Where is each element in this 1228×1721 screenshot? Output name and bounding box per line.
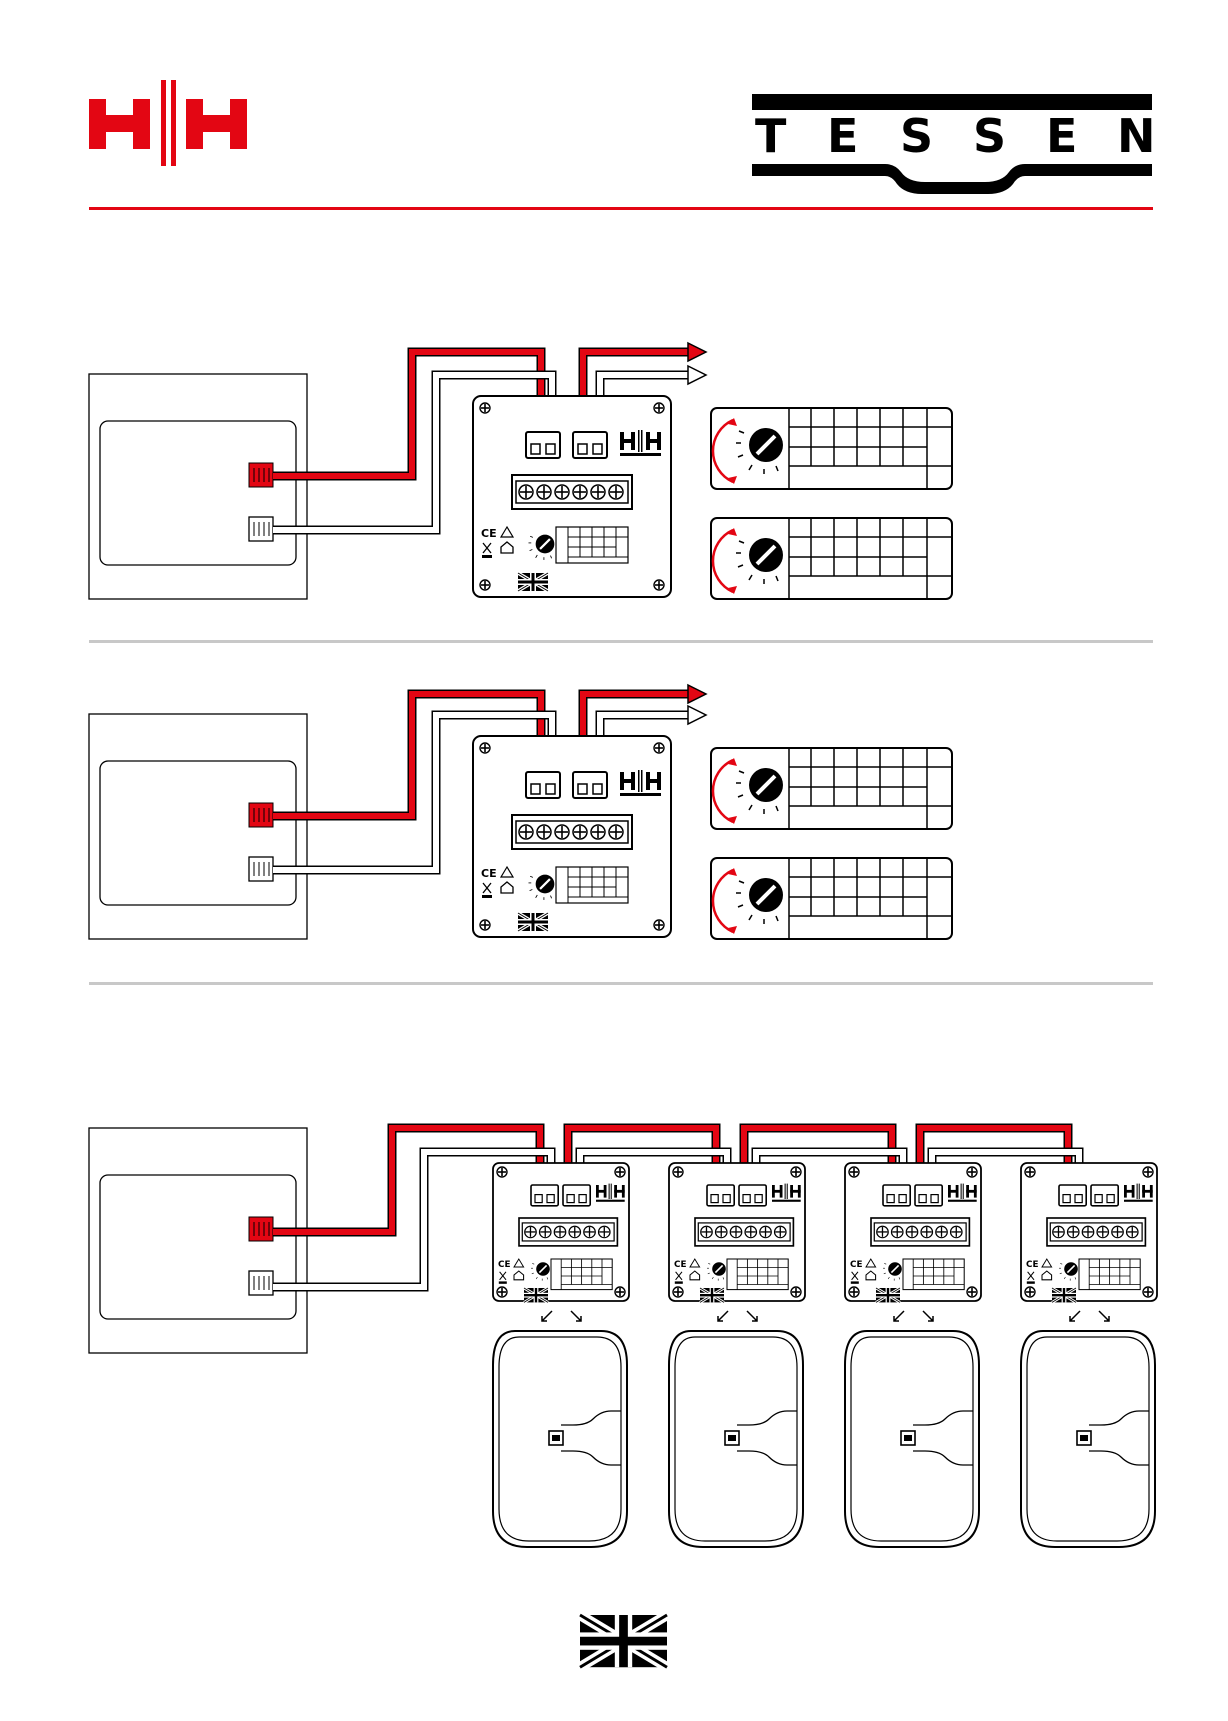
logo-letter-6: N bbox=[1117, 109, 1156, 163]
uk-flag-small-icon bbox=[518, 913, 548, 931]
speaker-3 bbox=[845, 1331, 979, 1547]
uk-flag-small-icon bbox=[518, 573, 548, 591]
section-3 bbox=[89, 1128, 1157, 1547]
speaker-1 bbox=[493, 1331, 627, 1547]
terminal-panel-1 bbox=[493, 1163, 629, 1302]
uk-flag-icon bbox=[580, 1615, 667, 1667]
terminal-panel-2 bbox=[669, 1163, 805, 1302]
mount-arrows bbox=[542, 1311, 1109, 1321]
volume-panel-1 bbox=[711, 748, 952, 829]
header-rule bbox=[89, 207, 1153, 210]
tessen-logo: T E S S E N bbox=[752, 94, 1156, 194]
speaker-4 bbox=[1021, 1331, 1155, 1547]
volume-panel-1 bbox=[711, 408, 952, 489]
section-1 bbox=[89, 343, 952, 599]
logo-letter-5: E bbox=[1046, 109, 1077, 163]
terminal-panel bbox=[473, 736, 671, 937]
volume-panel-2 bbox=[711, 518, 952, 599]
terminal-panel-4 bbox=[1021, 1163, 1157, 1302]
logo-letter-2: E bbox=[827, 109, 858, 163]
logo-letter-3: S bbox=[900, 109, 933, 163]
terminal-panel-3 bbox=[845, 1163, 981, 1302]
amplifier-box bbox=[89, 374, 307, 599]
hh-logo bbox=[89, 80, 247, 166]
section-divider-2 bbox=[89, 982, 1153, 985]
amplifier-box bbox=[89, 714, 307, 939]
terminal-panel bbox=[473, 396, 671, 597]
speaker-2 bbox=[669, 1331, 803, 1547]
logo-letter-4: S bbox=[973, 109, 1006, 163]
logo-letter-1: T bbox=[755, 109, 787, 163]
section-divider-1 bbox=[89, 640, 1153, 643]
amplifier-box bbox=[89, 1128, 307, 1353]
section-2 bbox=[89, 685, 952, 939]
volume-panel-2 bbox=[711, 858, 952, 939]
